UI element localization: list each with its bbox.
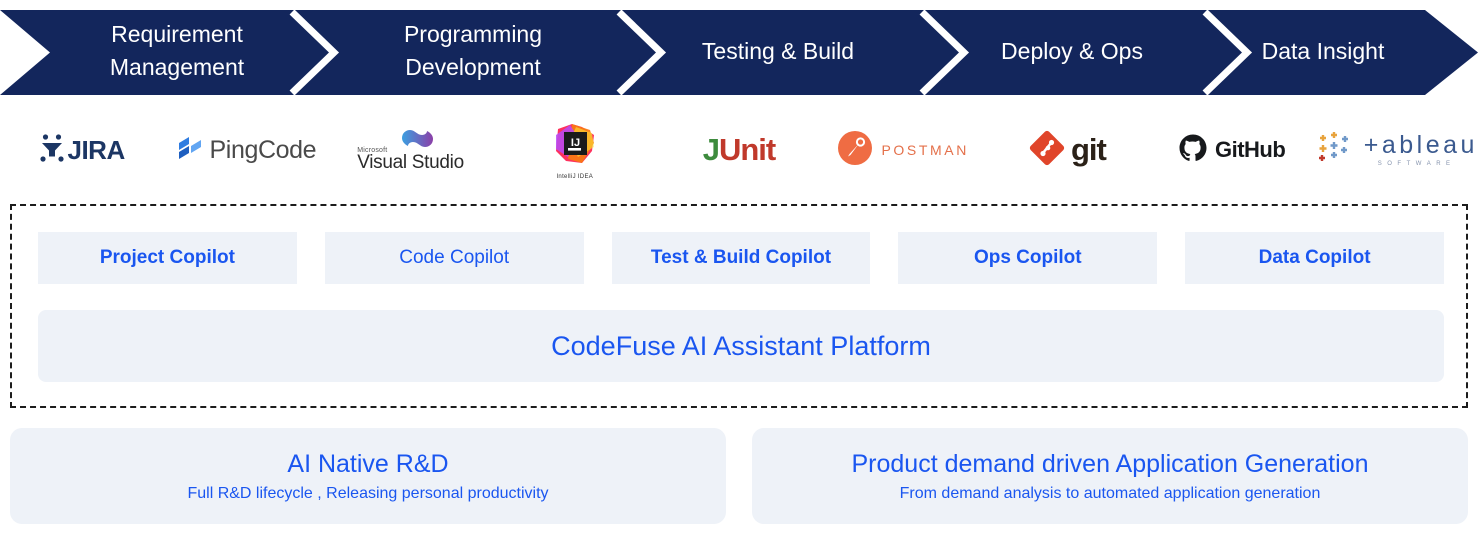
jira-wordmark: JIRA <box>67 134 125 165</box>
copilot-row: Project Copilot Code Copilot Test & Buil… <box>38 232 1444 284</box>
tool-logo-jira: JIRA <box>0 110 164 190</box>
tool-logo-github: GitHub <box>1150 110 1314 190</box>
copilot-card-data-copilot[interactable]: Data Copilot <box>1185 232 1444 284</box>
junit-wordmark: JUnit <box>702 132 777 168</box>
visual-studio-vendor: Microsoft <box>357 147 388 154</box>
tool-logo-junit: JUnit <box>657 110 821 190</box>
pipeline-banner: Requirement Management Programming Devel… <box>0 10 1478 95</box>
outcome-title-application-generation: Product demand driven Application Genera… <box>851 449 1369 478</box>
git-wordmark: git <box>1070 132 1107 167</box>
pipeline-stage-programming-development-line2: Development <box>405 54 541 80</box>
visual-studio-icon <box>390 126 438 155</box>
pipeline-stage-requirement-management-line2: Management <box>110 54 245 80</box>
outcome-card-application-generation[interactable]: Product demand driven Application Genera… <box>752 428 1468 524</box>
outcome-title-ai-native-rd: AI Native R&D <box>287 449 449 478</box>
tool-logo-visual-studio: Microsoft Visual Studio <box>328 110 492 190</box>
copilot-card-ops-copilot[interactable]: Ops Copilot <box>898 232 1158 284</box>
pipeline-stage-requirement-management-line1: Requirement <box>111 21 243 47</box>
pipeline-stage-data-insight-label: Data Insight <box>1262 38 1385 64</box>
tool-logo-strip: JIRA PingCode Microsoft <box>0 110 1478 190</box>
outcome-subtitle-ai-native-rd: Full R&D lifecycle , Releasing personal … <box>187 484 549 502</box>
tool-logo-pingcode: PingCode <box>164 110 328 190</box>
postman-wordmark: POSTMAN <box>881 142 969 158</box>
pingcode-wordmark: PingCode <box>209 135 317 164</box>
pipeline-body <box>0 10 1478 95</box>
junit-letters-unit: Unit <box>718 132 776 167</box>
git-icon <box>1029 130 1065 171</box>
tool-logo-tableau: +ableau SOFTWARE <box>1314 110 1478 190</box>
pipeline-separators <box>289 10 1253 95</box>
svg-text:IJ: IJ <box>571 136 580 148</box>
pipeline-stage-programming-development-line1: Programming <box>404 21 542 47</box>
junit-letter-j: J <box>702 132 720 167</box>
postman-icon <box>837 130 873 171</box>
tool-logo-intellij-idea: IJ IntelliJ IDEA <box>493 110 657 190</box>
tableau-sub-wordmark: SOFTWARE <box>1377 161 1456 167</box>
pingcode-icon <box>177 135 203 166</box>
tableau-wordmark: +ableau <box>1363 131 1478 159</box>
visual-studio-wordmark: Visual Studio <box>357 152 464 173</box>
jira-icon <box>39 133 65 168</box>
outcome-subtitle-application-generation: From demand analysis to automated applic… <box>899 484 1321 502</box>
intellij-idea-caption: IntelliJ IDEA <box>556 173 594 180</box>
tableau-icon <box>1314 128 1356 173</box>
copilot-card-test-build-copilot[interactable]: Test & Build Copilot <box>611 232 871 284</box>
codefuse-platform-bar[interactable]: CodeFuse AI Assistant Platform <box>38 310 1444 382</box>
copilot-card-project-copilot[interactable]: Project Copilot <box>38 232 297 284</box>
github-wordmark: GitHub <box>1214 137 1286 162</box>
pipeline-stage-deploy-ops-label: Deploy & Ops <box>1001 38 1143 64</box>
tool-logo-postman: POSTMAN <box>821 110 985 190</box>
copilot-card-code-copilot[interactable]: Code Copilot <box>324 232 584 284</box>
pipeline-stage-testing-build-label: Testing & Build <box>702 38 854 64</box>
outcome-card-ai-native-rd[interactable]: AI Native R&D Full R&D lifecycle , Relea… <box>10 428 726 524</box>
github-icon <box>1178 133 1208 168</box>
tool-logo-git: git <box>985 110 1149 190</box>
intellij-idea-icon: IJ <box>552 121 598 172</box>
codefuse-platform-container: Project Copilot Code Copilot Test & Buil… <box>10 204 1468 408</box>
outcome-row: AI Native R&D Full R&D lifecycle , Relea… <box>10 428 1468 524</box>
